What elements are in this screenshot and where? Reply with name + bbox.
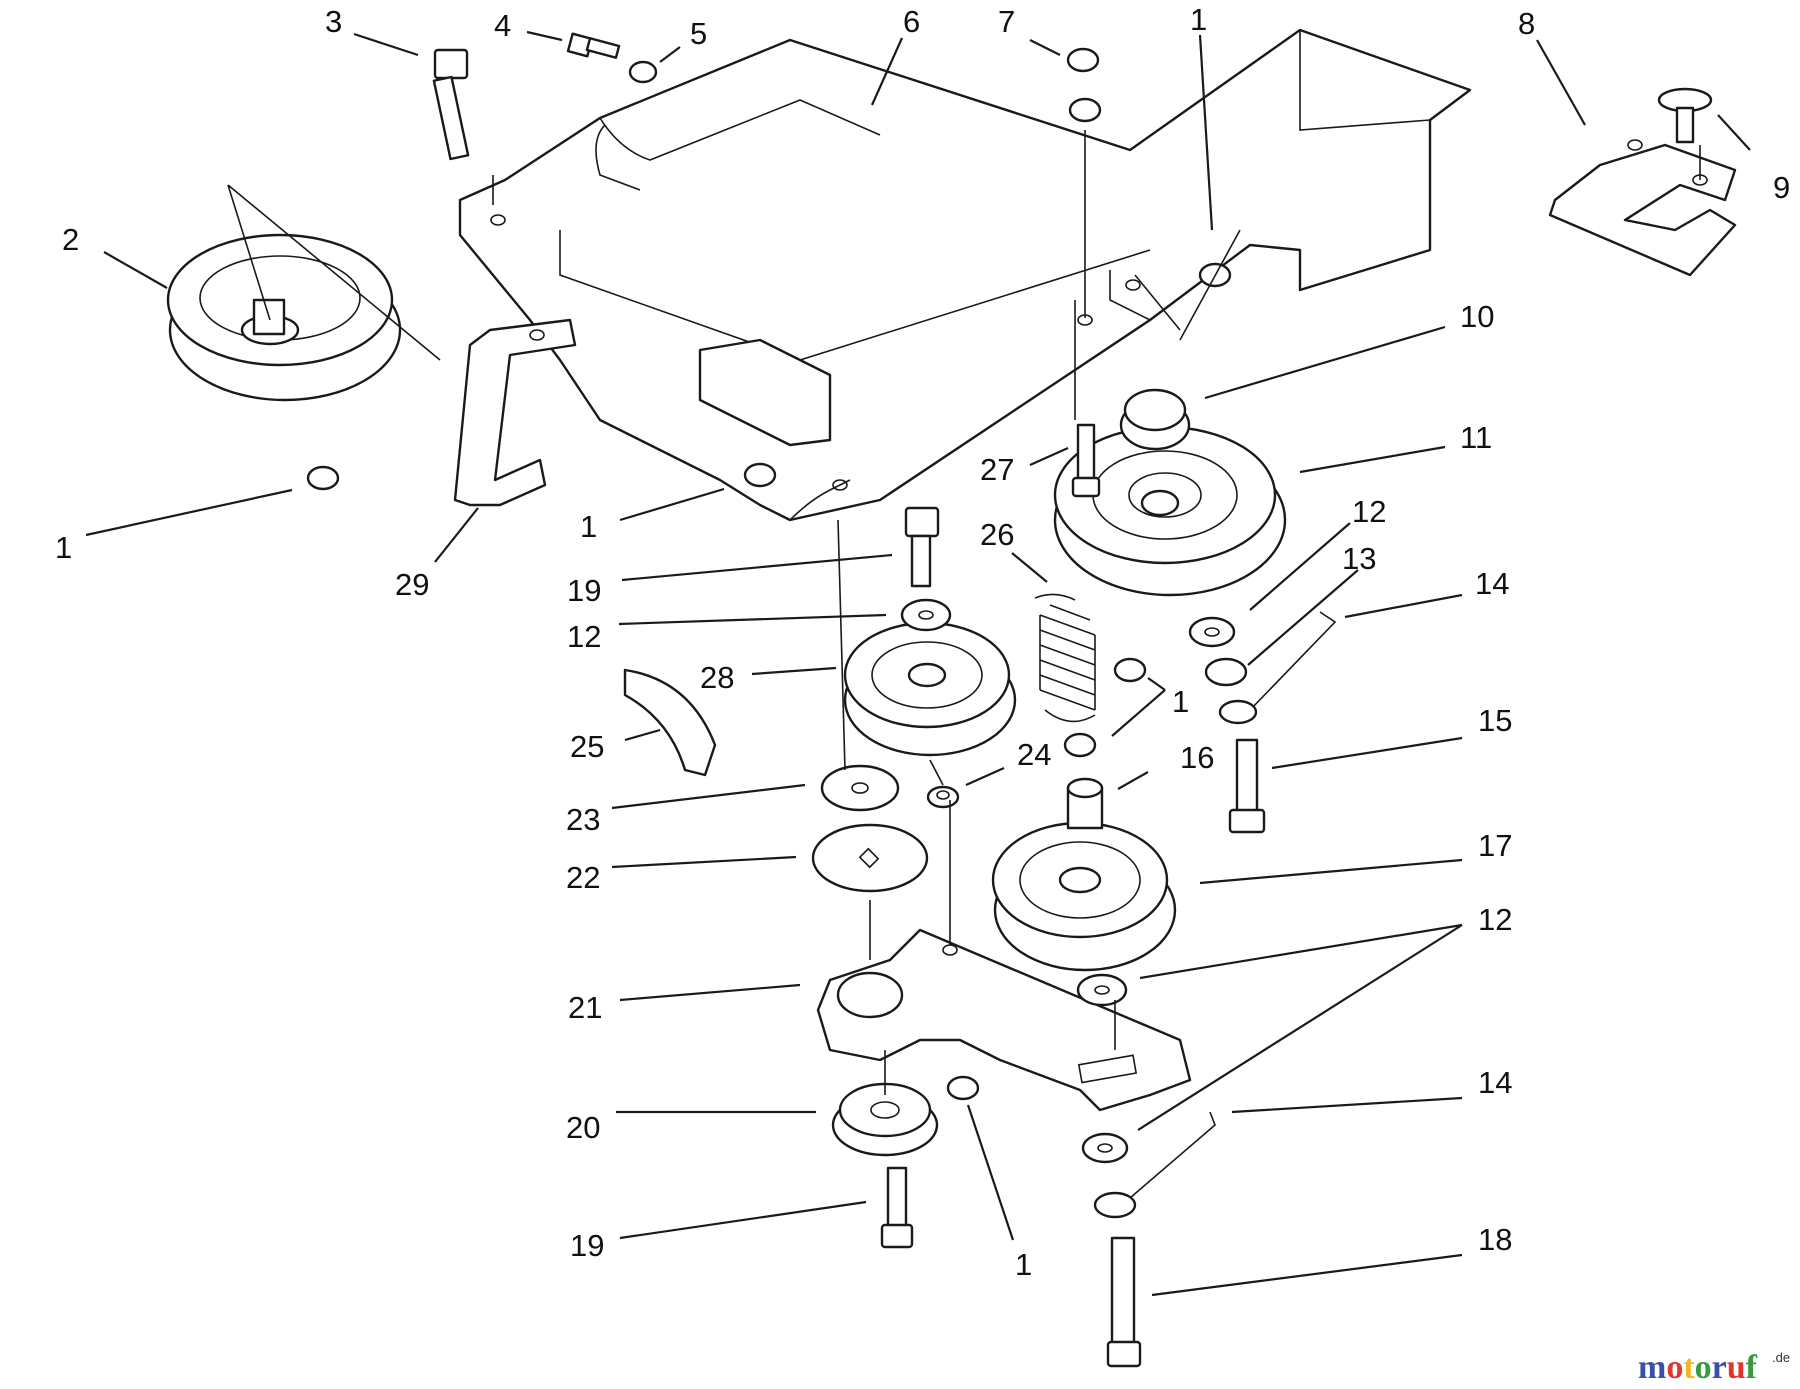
nut-24 <box>926 785 960 809</box>
callout-9: 9 <box>1773 170 1790 205</box>
callout-8: 8 <box>1518 6 1535 41</box>
callout-5: 5 <box>690 16 707 51</box>
callout-1-mid: 1 <box>580 509 597 544</box>
callout-1-spring: 1 <box>1172 684 1189 719</box>
pulley-11 <box>1053 425 1287 597</box>
l-bracket-29 <box>453 318 577 507</box>
watermark-letter: o <box>1695 1349 1712 1386</box>
callout-6: 6 <box>903 4 920 39</box>
watermark-letter: o <box>1666 1349 1683 1386</box>
nut-1-bottom <box>946 1075 980 1101</box>
washer-23 <box>820 764 900 812</box>
bolt-18 <box>1106 1236 1142 1368</box>
alignment-lines <box>227 130 1701 1095</box>
callout-labels: 3 4 5 6 7 1 8 9 2 10 11 27 1 29 1 26 12 … <box>55 2 1790 1282</box>
washer-12-right <box>1188 616 1236 648</box>
callout-26: 26 <box>980 517 1014 552</box>
nut-5 <box>628 60 658 84</box>
bearing-20 <box>831 1082 939 1157</box>
callout-1-top: 1 <box>1190 2 1207 37</box>
callout-12-c: 12 <box>1478 902 1512 937</box>
watermark-letter: u <box>1727 1349 1746 1386</box>
nut-1-spring <box>1063 657 1147 758</box>
callout-29: 29 <box>395 567 429 602</box>
callout-14-a: 14 <box>1475 566 1509 601</box>
nut-7 <box>1066 47 1102 123</box>
watermark-logo: motoruf .de <box>1638 1349 1790 1386</box>
callout-12-b: 12 <box>567 619 601 654</box>
callout-10: 10 <box>1460 299 1494 334</box>
bolt-9 <box>1657 87 1713 144</box>
callout-28: 28 <box>700 660 734 695</box>
bolt-4 <box>566 32 621 59</box>
callout-11: 11 <box>1460 420 1492 455</box>
idler-arm-21 <box>816 928 1192 1112</box>
washer-12-bottom <box>1081 1132 1129 1164</box>
watermark-letter: m <box>1638 1349 1666 1386</box>
callout-19-b: 19 <box>570 1228 604 1263</box>
callout-21: 21 <box>568 990 602 1025</box>
nut-1-mid <box>743 462 777 488</box>
belt-guide-25 <box>623 668 717 777</box>
watermark-letter: f <box>1746 1349 1758 1386</box>
pulley-28 <box>843 621 1017 757</box>
callout-27: 27 <box>980 452 1014 487</box>
callout-20: 20 <box>566 1110 600 1145</box>
callout-23: 23 <box>566 802 600 837</box>
callout-24: 24 <box>1017 737 1051 772</box>
callout-4: 4 <box>494 8 511 43</box>
callout-3: 3 <box>325 4 342 39</box>
bushing-16 <box>1066 777 1104 830</box>
callout-13: 13 <box>1342 541 1376 576</box>
callout-18: 18 <box>1478 1222 1512 1257</box>
callout-2: 2 <box>62 222 79 257</box>
pulley-2 <box>166 233 402 402</box>
callout-17: 17 <box>1478 828 1512 863</box>
callout-7: 7 <box>998 4 1015 39</box>
washer-13 <box>1204 657 1248 687</box>
bolt-27 <box>1071 423 1101 498</box>
pulley-17 <box>991 821 1177 972</box>
leader-lines <box>85 30 1751 1297</box>
washer-22 <box>811 823 929 893</box>
main-bracket-plate <box>458 28 1472 522</box>
bolt-19-bottom <box>880 1166 914 1249</box>
washer-12-mid <box>1076 973 1128 1007</box>
callout-1-left: 1 <box>55 530 72 565</box>
rod-14-bottom <box>1093 1111 1216 1219</box>
callout-1-bottom: 1 <box>1015 1247 1032 1282</box>
spacer-10 <box>1119 388 1191 451</box>
small-bracket-8 <box>1548 139 1737 277</box>
washer-12-top <box>900 598 952 632</box>
callout-15: 15 <box>1478 703 1512 738</box>
callout-12-a: 12 <box>1352 494 1386 529</box>
callout-22: 22 <box>566 860 600 895</box>
bolt-19-top <box>904 506 940 588</box>
spring-26 <box>1034 593 1096 723</box>
watermark-brand-text: motoruf <box>1638 1349 1758 1386</box>
watermark-tld-text: .de <box>1772 1350 1790 1365</box>
callout-19-a: 19 <box>567 573 601 608</box>
watermark-letter: t <box>1683 1349 1695 1386</box>
bolt-3 <box>432 48 470 161</box>
callout-16: 16 <box>1180 740 1214 775</box>
callout-25: 25 <box>570 729 604 764</box>
rod-14-top <box>1218 611 1337 725</box>
callout-14-b: 14 <box>1478 1065 1512 1100</box>
bolt-15 <box>1228 738 1266 834</box>
watermark-letter: r <box>1712 1349 1727 1386</box>
nut-1-left <box>306 465 340 491</box>
